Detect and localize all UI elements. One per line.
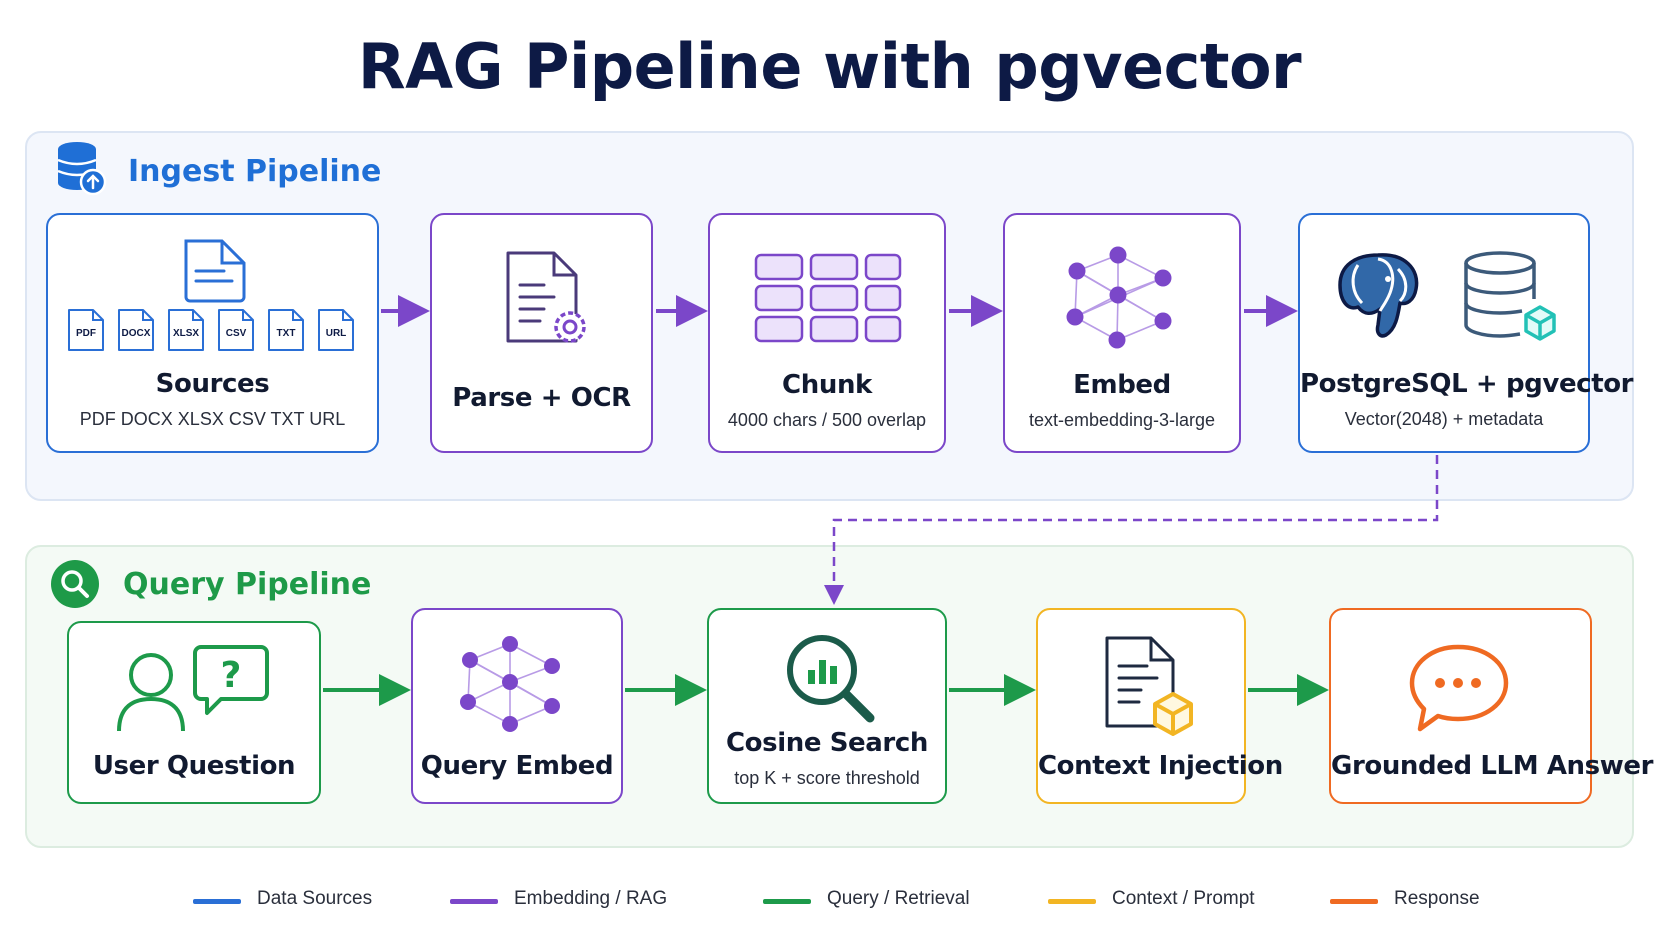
legend-swatch (450, 899, 498, 904)
cosine-search-box: Cosine Search top K + score threshold (707, 608, 947, 804)
document-cube-icon (1105, 636, 1193, 736)
document-icon (184, 239, 246, 303)
legend-swatch (193, 899, 241, 904)
database-upload-icon (57, 142, 107, 196)
file-badge-label: PDF (76, 328, 96, 339)
chat-bubble-icon (1409, 644, 1509, 732)
ingest-pipeline-title: Ingest Pipeline (128, 154, 382, 189)
file-badge-xlsx: XLSX (167, 308, 205, 352)
file-badge-label: CSV (225, 328, 247, 339)
file-badge-label: XLSX (172, 328, 200, 339)
legend-label: Query / Retrieval (827, 888, 970, 909)
vector-graph-icon (1066, 246, 1172, 349)
sources-sub: PDF DOCX XLSX CSV TXT URL (79, 409, 346, 429)
file-badge-txt: TXT (267, 308, 305, 352)
postgres-pgvector-box: PostgreSQL + pgvector Vector(2048) + met… (1298, 213, 1634, 453)
embed-sub: text-embedding-3-large (1028, 410, 1216, 430)
chunk-box: Chunk 4000 chars / 500 overlap (708, 213, 946, 453)
legend-label: Data Sources (257, 888, 373, 909)
dashed-connector-postgres-to-search (824, 455, 1439, 605)
query-embed-label: Query Embed (420, 751, 614, 781)
search-icon (51, 560, 99, 608)
vector-graph-icon (460, 636, 560, 732)
file-badge-label: URL (325, 328, 347, 339)
cosine-search-label: Cosine Search (726, 728, 928, 758)
file-badge-url: URL (317, 308, 355, 352)
postgres-pgvector-sub: Vector(2048) + metadata (1344, 409, 1544, 429)
chunk-sub: 4000 chars / 500 overlap (727, 410, 927, 430)
parse-ocr-box: Parse + OCR (430, 213, 653, 453)
user-question-box: ? User Question (67, 621, 321, 804)
file-badge-label: DOCX (121, 328, 151, 339)
embed-box: Embed text-embedding-3-large (1003, 213, 1241, 453)
user-question-label: User Question (92, 751, 296, 781)
document-gear-icon (506, 251, 586, 343)
legend-label: Context / Prompt (1112, 888, 1255, 909)
legend-swatch (1330, 899, 1378, 904)
query-pipeline-title: Query Pipeline (123, 567, 372, 602)
page-title: RAG Pipeline with pgvector (357, 30, 1302, 103)
file-badge-csv: CSV (217, 308, 255, 352)
file-badge-label: TXT (276, 328, 296, 339)
file-badge-pdf: PDF (67, 308, 105, 352)
postgresql-elephant-icon (1338, 253, 1419, 338)
parse-ocr-label: Parse + OCR (452, 383, 631, 413)
database-vector-icon (1464, 251, 1556, 341)
context-injection-label: Context Injection (1038, 751, 1283, 781)
svg-text:?: ? (221, 655, 242, 696)
chunks-grid-icon (754, 253, 902, 343)
file-badge-docx: DOCX (117, 308, 155, 352)
context-injection-box: Context Injection (1036, 608, 1283, 804)
magnifier-chart-icon (787, 635, 875, 723)
user-question-icon: ? (117, 645, 269, 732)
embed-label: Embed (1073, 370, 1171, 400)
legend-label: Response (1394, 888, 1480, 909)
chunk-label: Chunk (782, 370, 872, 400)
cosine-search-sub: top K + score threshold (734, 768, 920, 788)
postgres-pgvector-label: PostgreSQL + pgvector (1300, 369, 1634, 399)
legend-swatch (1048, 899, 1096, 904)
legend-label: Embedding / RAG (514, 888, 668, 909)
query-embed-box: Query Embed (411, 608, 623, 804)
sources-label: Sources (155, 369, 270, 399)
legend-swatch (763, 899, 811, 904)
